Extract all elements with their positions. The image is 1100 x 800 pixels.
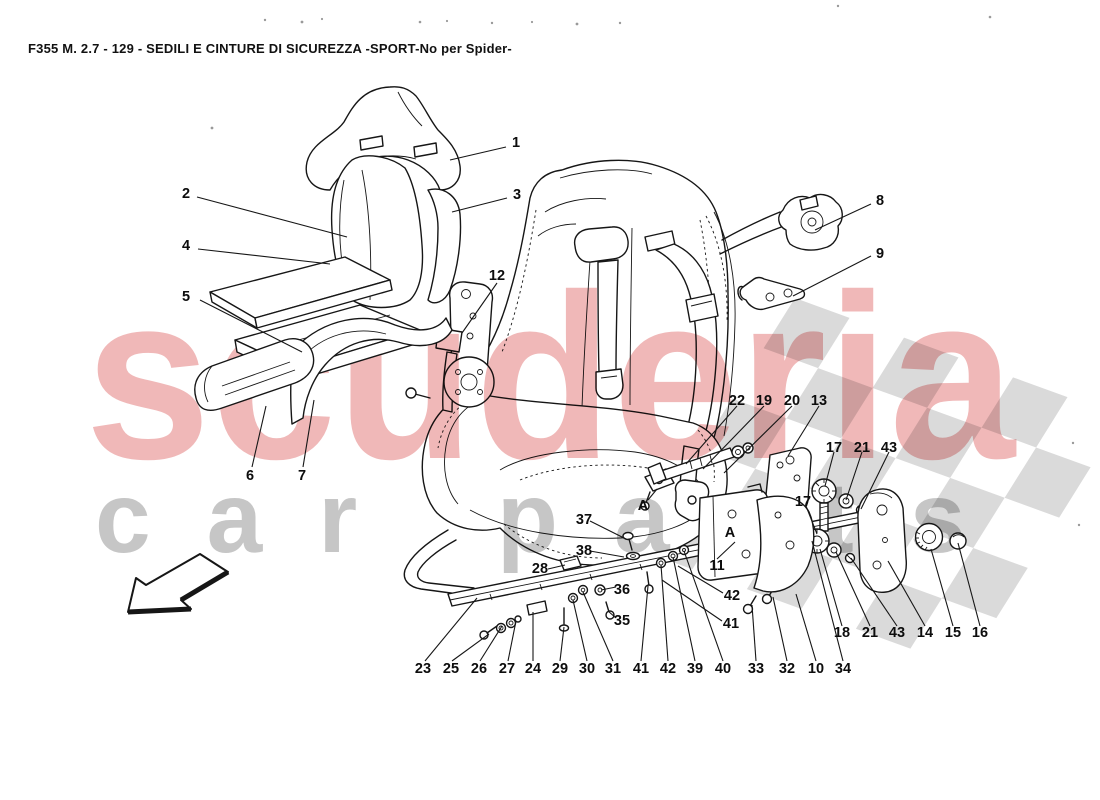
leader-lines xyxy=(196,146,981,662)
part-label-9: 9 xyxy=(876,246,884,262)
part-9-bracket xyxy=(737,276,806,311)
part-label-8: 8 xyxy=(876,193,884,209)
part-label-34: 34 xyxy=(835,661,851,677)
part-label-3: 3 xyxy=(513,187,521,203)
part-label-23: 23 xyxy=(415,661,431,677)
part-label-31: 31 xyxy=(605,661,621,677)
part-label-7: 7 xyxy=(298,468,306,484)
part-7-trim xyxy=(290,317,453,425)
part-label-26: 26 xyxy=(471,661,487,677)
part-label-40: 40 xyxy=(715,661,731,677)
part-1-shell xyxy=(305,86,461,191)
exploded-cushions-drawing xyxy=(194,86,462,425)
part-label-12: 12 xyxy=(489,268,505,284)
part-12-bracket xyxy=(405,281,495,413)
part-label-5: 5 xyxy=(182,289,190,305)
part-label-16: 16 xyxy=(972,625,988,641)
part-label-17: 17 xyxy=(826,440,842,456)
part-label-42: 42 xyxy=(724,588,740,604)
part-label-43: 43 xyxy=(881,440,897,456)
part-label-2: 2 xyxy=(182,186,190,202)
direction-arrow xyxy=(127,553,230,615)
part-label-6: 6 xyxy=(246,468,254,484)
part-label-35: 35 xyxy=(614,613,630,629)
rail-end-24 xyxy=(526,600,548,616)
part-8-retractor xyxy=(719,193,843,255)
part-label-A: A xyxy=(638,498,649,514)
part-label-21: 21 xyxy=(862,625,878,641)
part-15-knob xyxy=(914,522,944,552)
part-label-43: 43 xyxy=(889,625,905,641)
part-label-19: 19 xyxy=(756,393,772,409)
part-label-25: 25 xyxy=(443,661,459,677)
part-label-30: 30 xyxy=(579,661,595,677)
part-label-39: 39 xyxy=(687,661,703,677)
part-label-1: 1 xyxy=(512,135,520,151)
headrest-opening xyxy=(573,226,629,263)
part-label-33: 33 xyxy=(748,661,764,677)
part-label-41: 41 xyxy=(633,661,649,677)
part-label-10: 10 xyxy=(808,661,824,677)
part-label-24: 24 xyxy=(525,661,541,677)
part-label-36: 36 xyxy=(614,582,630,598)
part-label-18: 18 xyxy=(834,625,850,641)
part-label-38: 38 xyxy=(576,543,592,559)
part-label-21: 21 xyxy=(854,440,870,456)
part-label-13: 13 xyxy=(811,393,827,409)
part-label-22: 22 xyxy=(729,393,745,409)
page-title: F355 M. 2.7 - 129 - SEDILI E CINTURE DI … xyxy=(28,41,512,56)
part-label-11: 11 xyxy=(709,558,724,574)
part-label-14: 14 xyxy=(917,625,933,641)
part-label-41: 41 xyxy=(723,616,739,632)
part-16-cap xyxy=(949,532,967,550)
part-label-28: 28 xyxy=(532,561,548,577)
part-label-29: 29 xyxy=(552,661,568,677)
part-label-17: 17 xyxy=(795,494,811,510)
part-3-panel xyxy=(427,188,462,304)
part-label-A: A xyxy=(725,525,736,541)
part-label-37: 37 xyxy=(576,512,592,528)
part-label-4: 4 xyxy=(182,238,190,254)
main-seat-drawing xyxy=(403,159,736,597)
part-14-cover xyxy=(857,488,907,593)
part-label-32: 32 xyxy=(779,661,795,677)
part-21-washer xyxy=(838,493,854,509)
part-label-20: 20 xyxy=(784,393,800,409)
scan-noise-dots xyxy=(210,4,1081,527)
belt-adjuster xyxy=(685,293,719,323)
part-label-15: 15 xyxy=(945,625,961,641)
part-label-42: 42 xyxy=(660,661,676,677)
part-label-27: 27 xyxy=(499,661,515,677)
